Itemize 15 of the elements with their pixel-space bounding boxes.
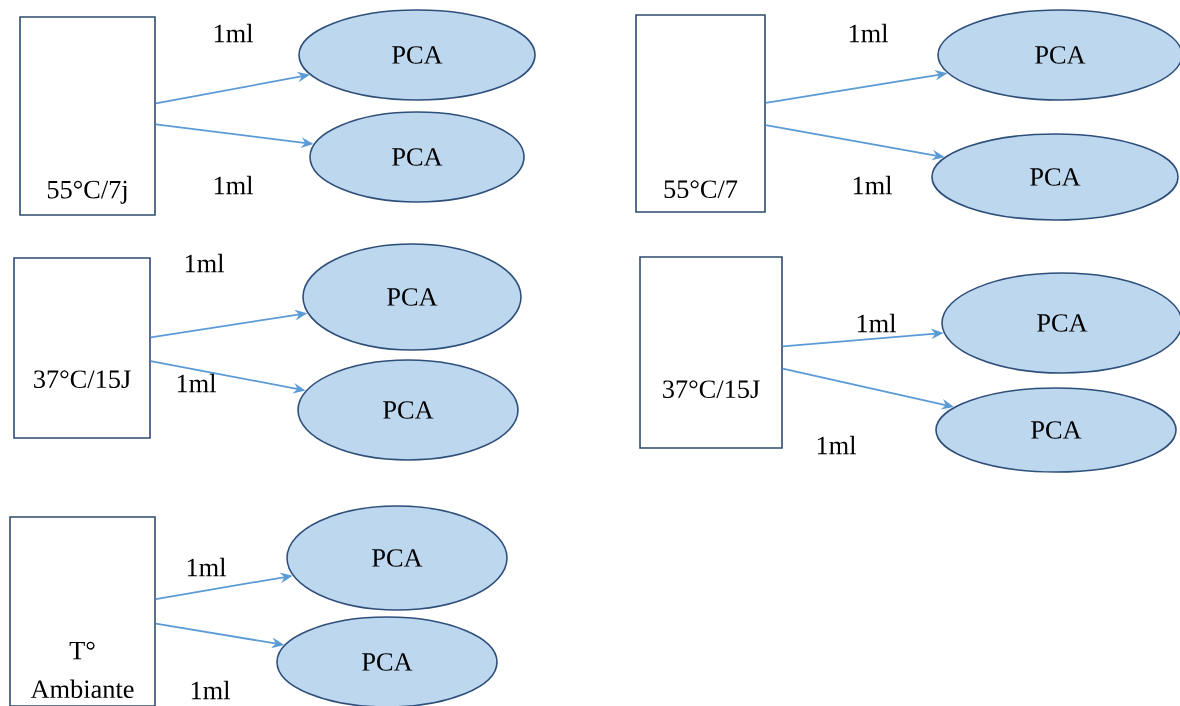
edge-label: 1ml xyxy=(853,175,892,195)
sample-box: 55°C/7 xyxy=(635,14,766,213)
edge-label: 1ml xyxy=(214,23,253,43)
edge-label: 1ml xyxy=(849,23,888,43)
edge-label: 1ml xyxy=(191,680,230,700)
sample-box: 37°C/15J xyxy=(639,256,783,449)
sample-box: 55°C/7j xyxy=(19,16,156,216)
edge-label: 1ml xyxy=(185,253,224,273)
edge-label: 1ml xyxy=(817,435,856,455)
edge-label: 1ml xyxy=(214,175,253,195)
edge-label: 1ml xyxy=(187,557,226,577)
edge-label: 1ml xyxy=(857,313,896,333)
sample-box: T° Ambiante xyxy=(9,516,156,706)
sample-box: 37°C/15J xyxy=(13,257,151,439)
edge-label: 1ml xyxy=(177,373,216,393)
